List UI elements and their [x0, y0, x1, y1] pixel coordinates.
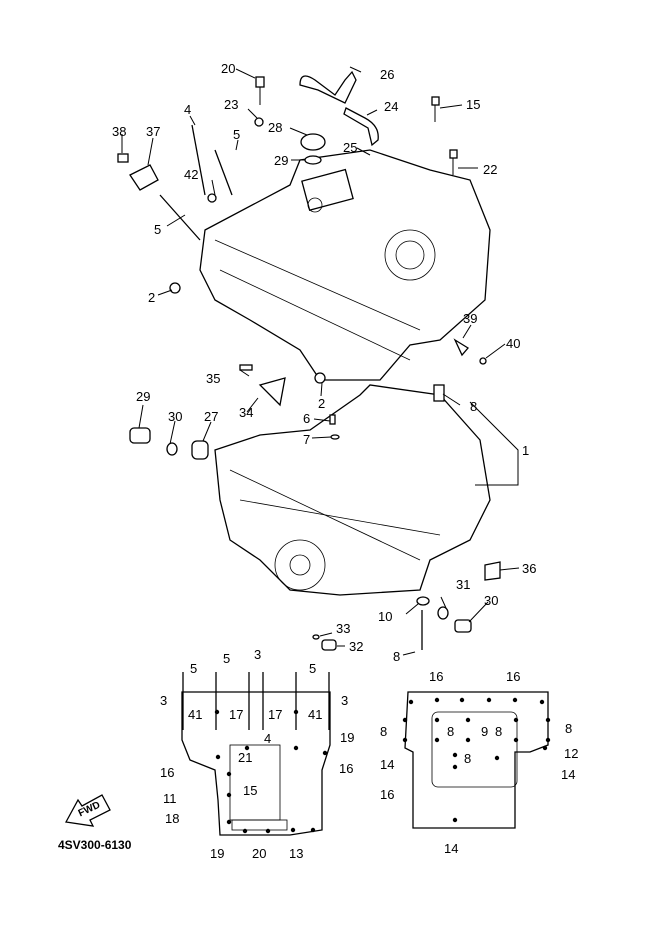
callout-36: 38 [112, 124, 127, 139]
callout-27: 28 [268, 120, 283, 135]
upper-crankcase [199, 149, 491, 381]
bp-a-4: 4 [264, 731, 272, 746]
callout-5: 5 [233, 127, 241, 142]
bp-b-14-right: 14 [561, 767, 576, 782]
bp-a-18: 18 [165, 811, 180, 826]
leader-lines [121, 66, 520, 656]
callout-10: 10 [378, 609, 393, 624]
callout-28: 29 [274, 153, 289, 168]
stud-bolts [182, 672, 330, 730]
bp-a-17-left: 17 [229, 707, 244, 722]
bp-a-13: 13 [289, 846, 304, 861]
callout-15: 15 [466, 97, 481, 112]
bp-b-16-inner: 16 [380, 787, 395, 802]
bp-b-14-left: 14 [380, 757, 395, 772]
callout-39: 39 [463, 311, 478, 326]
bp-b-16-right: 16 [506, 669, 521, 684]
callout-19: 20 [221, 61, 236, 76]
part-code: 4SV300-6130 [58, 838, 132, 852]
bp-a-16-right: 16 [339, 761, 354, 776]
callout-38: 8 [470, 399, 478, 414]
bp-a-3-right: 3 [341, 693, 349, 708]
bp-a-3-left: 3 [160, 693, 168, 708]
callout-8: 8 [393, 649, 401, 664]
bp-a-15: 15 [243, 783, 258, 798]
bp-a-5-mid: 5 [223, 651, 231, 666]
bp-a-41-right: 41 [308, 707, 323, 722]
bp-a-19-right: 19 [340, 730, 355, 745]
callout-5b: 5 [154, 222, 162, 237]
callout-2b: 2 [318, 396, 326, 411]
callout-24: 26 [380, 67, 395, 82]
bp-a-5-left: 5 [190, 661, 198, 676]
callout-31: 32 [349, 639, 364, 654]
callout-34: 35 [206, 371, 221, 386]
bp-a-5-right: 5 [309, 661, 317, 676]
callout-30b: 31 [456, 577, 471, 592]
bp-a-11: 11 [163, 791, 177, 806]
callout-7: 7 [303, 432, 311, 447]
callout-33: 34 [239, 405, 254, 420]
callout-1: 1 [522, 443, 530, 458]
bp-a-21: 21 [238, 750, 253, 765]
callout-30: 30 [168, 409, 183, 424]
bp-a-20: 20 [252, 846, 267, 861]
callout-42: 42 [184, 167, 199, 182]
callout-2: 2 [148, 290, 156, 305]
bolt-pattern-lower [402, 691, 551, 829]
callout-40: 40 [506, 336, 521, 351]
callout-20: 22 [483, 162, 498, 177]
callout-32: 33 [336, 621, 351, 636]
bp-b-14-bottom: 14 [444, 841, 459, 856]
bp-b-8-left: 8 [447, 724, 455, 739]
bp-a-3-top: 3 [254, 647, 262, 662]
bp-b-8-far-right: 8 [565, 721, 573, 736]
bp-a-19-bottom: 19 [210, 846, 225, 861]
bolt-pattern-upper [181, 672, 331, 836]
small-parts [117, 70, 501, 651]
bp-a-41-left: 41 [188, 707, 203, 722]
callout-29: 29 [136, 389, 151, 404]
bp-b-8-far-left: 8 [380, 724, 388, 739]
callout-37: 36 [522, 561, 537, 576]
callout-22: 23 [224, 97, 239, 112]
callout-6: 6 [303, 411, 311, 426]
callout-23: 24 [384, 99, 399, 114]
callout-25: 25 [343, 140, 358, 155]
bp-b-16-left: 16 [429, 669, 444, 684]
bp-b-8-center: 8 [464, 751, 472, 766]
fwd-arrow-icon [64, 794, 111, 827]
bp-b-8-right: 8 [495, 724, 503, 739]
bp-b-9: 9 [481, 724, 489, 739]
callout-26: 27 [204, 409, 219, 424]
lower-crankcase [214, 384, 491, 596]
bp-b-12: 12 [564, 746, 579, 761]
callout-4: 4 [184, 102, 192, 117]
bp-a-16-left: 16 [160, 765, 175, 780]
callout-29b: 30 [484, 593, 499, 608]
bp-a-17-right: 17 [268, 707, 283, 722]
callout-35: 37 [146, 124, 161, 139]
